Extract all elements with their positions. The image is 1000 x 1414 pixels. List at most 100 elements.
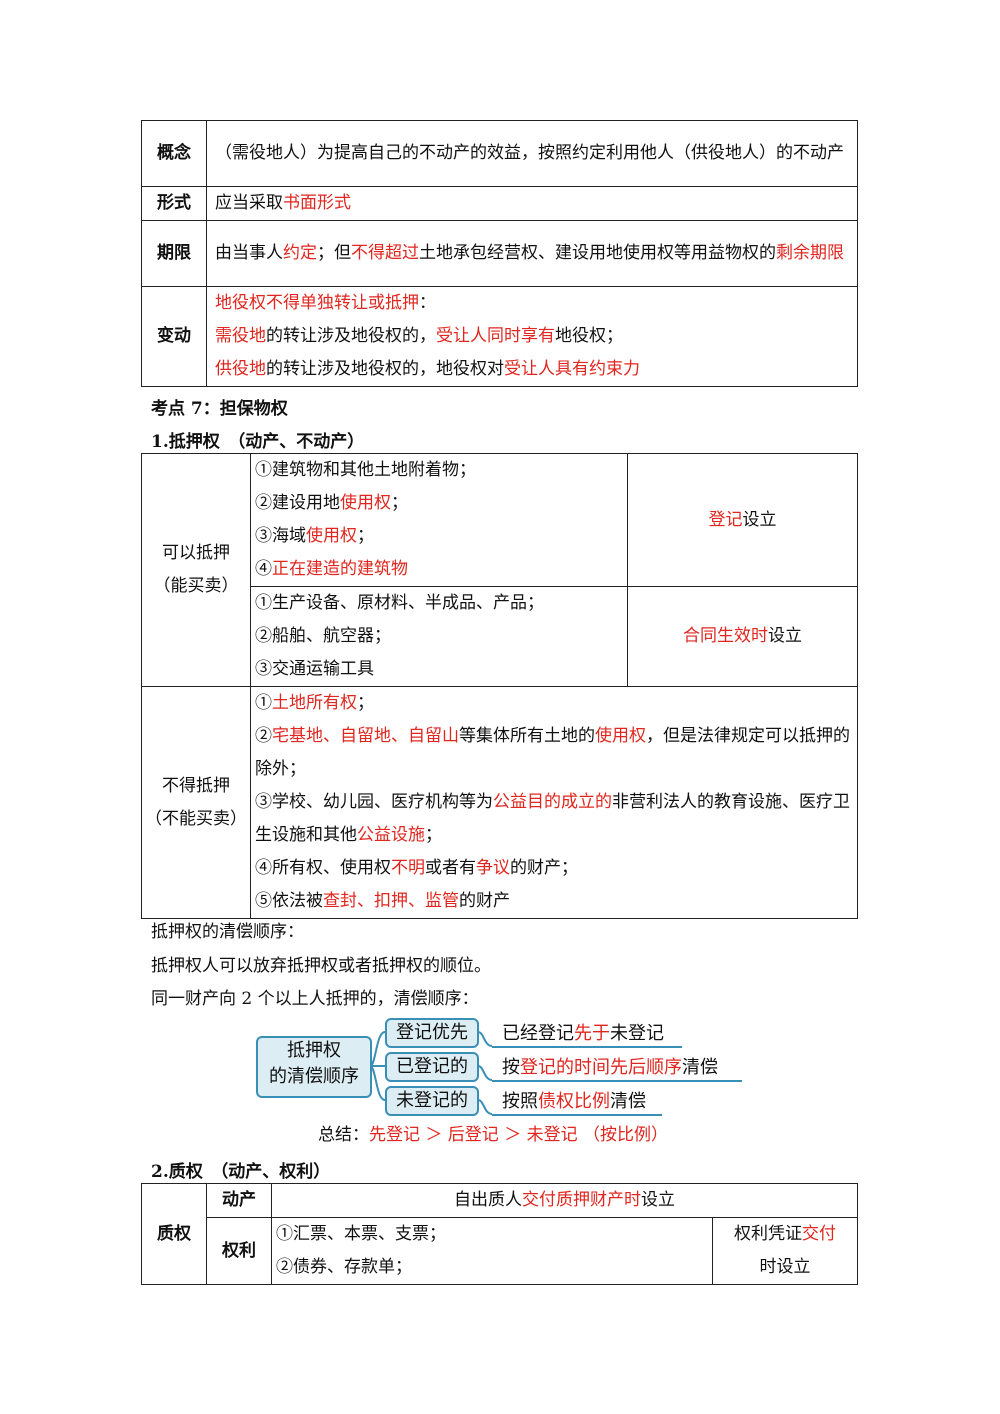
- rights-label: 权利: [206, 1217, 272, 1285]
- cannot-mortgage-text: 不得抵押: [162, 775, 230, 796]
- priority-p2: 抵押权人可以放弃抵押权或者抵押权的顺位。: [151, 956, 491, 976]
- highlight-text: 使用权: [306, 526, 357, 546]
- highlight-text: 交付质押财产时: [522, 1190, 641, 1210]
- rich-line: ①土地所有权；: [255, 687, 853, 720]
- priority-p1: 抵押权的清偿顺序：: [151, 922, 304, 942]
- rich-line: ②船舶、航空器；: [255, 620, 623, 653]
- row-header-change: 变动: [141, 286, 207, 387]
- highlight-text: 受让人具有约束力: [504, 359, 640, 379]
- text-segment: ①建筑物和其他土地附着物；: [255, 460, 476, 480]
- form-cell: 应当采取书面形式: [206, 186, 858, 221]
- rich-text: 应当采取书面形式: [215, 193, 351, 213]
- rights-item: ②债券、存款单；: [276, 1257, 412, 1277]
- highlight-text: 使用权: [340, 493, 391, 513]
- text-segment: 的转让涉及地役权的，地役权对: [266, 359, 504, 379]
- highlight-text: 剩余期限: [776, 243, 844, 263]
- mindmap-root: 抵押权 的清偿顺序: [256, 1036, 372, 1098]
- text-segment: 应当采取: [215, 193, 283, 213]
- rich-line: 需役地的转让涉及地役权的，受让人同时享有地役权；: [215, 320, 849, 353]
- text-segment: 清偿: [610, 1091, 646, 1112]
- rich-line: ①建筑物和其他土地附着物；: [255, 454, 623, 487]
- text-segment: 土地承包经营权、建设用地使用权等用益物权的: [419, 243, 776, 263]
- rich-line: ③交通运输工具: [255, 653, 623, 686]
- text-segment: ，但是法律规定可以抵押的除外；: [255, 726, 850, 779]
- highlight-text: 公益目的成立的: [493, 792, 612, 812]
- text-segment: ①: [255, 693, 272, 713]
- text-segment: 非营利法人的教育设施、医疗卫生设施和其他: [255, 792, 850, 845]
- text-segment: 时设立: [759, 1257, 811, 1277]
- text-segment: 未登记: [610, 1023, 664, 1044]
- highlight-text: 登记: [708, 509, 743, 530]
- can-group2-cell: ①生产设备、原材料、半成品、产品； ②船舶、航空器； ③交通运输工具: [250, 586, 628, 687]
- text-segment: ⑤依法被: [255, 891, 323, 911]
- can-group1-cell: ①建筑物和其他土地附着物； ②建设用地使用权； ③海域使用权； ④正在建造的建筑…: [250, 453, 628, 587]
- cannot-mortgage-label: 不得抵押 （不能买卖）: [141, 686, 251, 919]
- text-segment: 自出质人: [454, 1190, 522, 1210]
- rich-line: 地役权不得单独转让或抵押：: [215, 287, 849, 320]
- highlight-text: 供役地: [215, 359, 266, 379]
- section7-title: 考点 7：担保物权: [151, 399, 288, 419]
- can-mortgage-note: （能买卖）: [153, 576, 239, 596]
- text-segment: ；: [357, 693, 374, 713]
- servitude-table: 概念 （需役地人）为提高自己的不动产的效益，按照约定利用他人（供役地人）的不动产…: [141, 120, 858, 387]
- rich-text: （需役地人）为提高自己的不动产的效益，按照约定利用他人（供役地人）的不动产: [215, 143, 844, 163]
- rich-line: ⑤依法被查封、扣押、监管的财产: [255, 885, 853, 918]
- mindmap-leaf-1: 已经登记先于未登记: [502, 1019, 664, 1045]
- text-segment: ；: [357, 526, 374, 546]
- rich-text: 合同生效时设立: [683, 626, 802, 646]
- rich-line: ③海域使用权；: [255, 520, 623, 553]
- text-segment: ；但: [317, 243, 351, 263]
- highlight-text: 公益设施: [357, 825, 425, 845]
- row-header-concept: 概念: [141, 120, 207, 187]
- text-segment: ③交通运输工具: [255, 659, 374, 679]
- mindmap-leaf-2: 按登记的时间先后顺序清偿: [502, 1053, 718, 1079]
- mindmap-root-line1: 抵押权: [287, 1040, 341, 1061]
- rich-line: ④正在建造的建筑物: [255, 553, 623, 586]
- highlight-text: 先于: [574, 1023, 610, 1044]
- text-segment: 权利凭证: [734, 1224, 802, 1244]
- text-segment: 的转让涉及地役权的，: [266, 326, 436, 346]
- rich-line: 时设立: [721, 1251, 849, 1284]
- text-segment: ①生产设备、原材料、半成品、产品；: [255, 593, 544, 613]
- mindmap-leaf-underline: [492, 1080, 742, 1082]
- can-mortgage-label: 可以抵押 （能买卖）: [141, 453, 251, 687]
- rights-item: ①汇票、本票、支票；: [276, 1224, 446, 1244]
- highlight-text: 不明: [391, 858, 425, 878]
- cannot-mortgage-note: （不能买卖）: [145, 808, 247, 829]
- text-segment: ③学校、幼儿园、医疗机构等为: [255, 792, 493, 812]
- movable-text: 自出质人交付质押财产时设立: [271, 1183, 858, 1218]
- highlight-text: 正在建造的建筑物: [272, 559, 408, 579]
- movable-label: 动产: [206, 1183, 272, 1218]
- highlight-text: 争议: [476, 858, 510, 878]
- text-segment: 的财产: [459, 891, 510, 911]
- highlight-text: 合同生效时: [683, 626, 768, 646]
- priority-p3: 同一财产向 2 个以上人抵押的，清偿顺序：: [151, 989, 479, 1009]
- text-segment: 按照: [502, 1091, 538, 1112]
- rich-text: 自出质人交付质押财产时设立: [454, 1190, 675, 1210]
- text-segment: ②: [255, 726, 272, 746]
- rich-line: 权利凭证交付: [721, 1218, 849, 1251]
- summary-line: 总结：先登记 ＞ 后登记 ＞ 未登记 （按比例）: [318, 1122, 668, 1148]
- pledge-table: 质权 动产 自出质人交付质押财产时设立 权利 ①汇票、本票、支票； ②债券、存款…: [141, 1183, 858, 1285]
- highlight-text: 债权比例: [538, 1091, 610, 1112]
- mindmap-leaf-underline: [492, 1114, 662, 1116]
- text-segment: ；: [391, 493, 408, 513]
- highlight-text: 地役权不得单独转让或抵押: [215, 293, 419, 313]
- rights-items-cell: ①汇票、本票、支票； ②债券、存款单；: [271, 1217, 713, 1285]
- text-segment: 已经登记: [502, 1023, 574, 1044]
- highlight-text: 受让人同时享有: [436, 326, 555, 346]
- term-cell: 由当事人约定；但不得超过土地承包经营权、建设用地使用权等用益物权的剩余期限: [206, 220, 858, 287]
- mindmap-branch-unregistered: 未登记的: [385, 1086, 479, 1116]
- highlight-text: 交付: [802, 1224, 836, 1244]
- text-segment: ②船舶、航空器；: [255, 626, 391, 646]
- mindmap-leaf-3: 按照债权比例清偿: [502, 1087, 646, 1113]
- rich-line: ④所有权、使用权不明或者有争议的财产；: [255, 852, 853, 885]
- rights-setup: 权利凭证交付 时设立: [712, 1217, 858, 1285]
- text-segment: （需役地人）为提高自己的不动产的效益，按照约定利用他人（供役地人）的不动产: [215, 143, 844, 163]
- text-segment: 的财产；: [510, 858, 578, 878]
- text-segment: 等集体所有土地的: [459, 726, 595, 746]
- rich-text: 由当事人约定；但不得超过土地承包经营权、建设用地使用权等用益物权的剩余期限: [215, 243, 844, 263]
- highlight-text: 土地所有权: [272, 693, 357, 713]
- concept-cell: （需役地人）为提高自己的不动产的效益，按照约定利用他人（供役地人）的不动产: [206, 120, 858, 187]
- highlight-text: 需役地: [215, 326, 266, 346]
